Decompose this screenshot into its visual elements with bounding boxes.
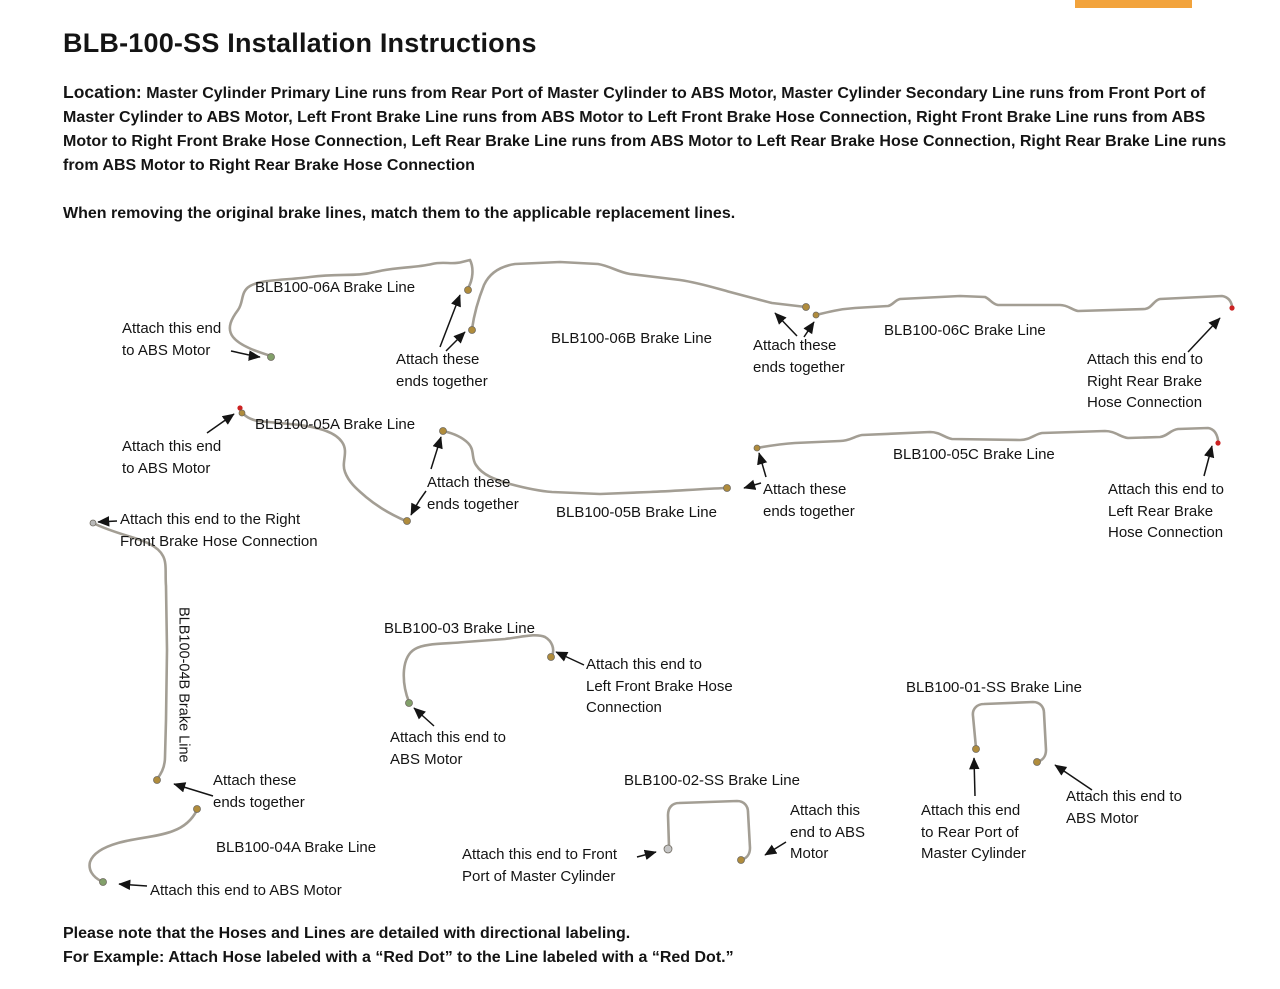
line-02ss-label: BLB100-02-SS Brake Line [624,772,800,789]
attach-04b-rf-hose-label: Attach this end to the Right Front Brake… [120,511,318,550]
match-instruction: When removing the original brake lines, … [63,205,736,222]
fitting-06a-right [464,286,472,294]
arrow-05ab-together-upper [430,436,443,470]
note-red-dot-example: For Example: Attach Hose labeled with a … [63,949,734,966]
arrow-04a-abs [118,879,148,891]
note-directional-labeling: Please note that the Hoses and Lines are… [63,925,631,942]
fitting-05c-left [753,444,761,452]
attach-05ab-together-label: Attach these ends together [427,474,519,513]
attach-06ab-together-label: Attach these ends together [396,351,488,390]
fitting-01ss-left [972,745,980,753]
attach-03-lf-hose-label: Attach this end to Left Front Brake Hose… [586,656,733,716]
fitting-04b-bottom [153,776,161,784]
brake-line-06b-path [470,260,808,331]
line-06c-label: BLB100-06C Brake Line [884,322,1046,339]
attach-02-abs-label: Attach this end to ABS Motor [790,802,866,862]
fitting-04b-top [89,519,97,527]
line-05a-label: BLB100-05A Brake Line [255,416,416,433]
arrow-02-front-port [636,849,657,860]
fitting-06b-right [802,303,810,311]
fitting-03-abs [405,699,413,707]
attach-06c-rr-hose-label: Attach this end to Right Rear Brake Hose… [1087,351,1203,411]
fitting-02ss-left [663,844,673,854]
red-dot-05c [1215,440,1221,446]
line-05b-label: BLB100-05B Brake Line [556,504,717,521]
arrow-04ab-together [173,782,214,797]
arrow-06ab-together-upper [439,294,461,348]
attach-03-abs-label: Attach this end to ABS Motor [390,729,506,768]
attach-04ab-together-label: Attach these ends together [213,772,305,811]
location-heading: Location: [63,82,142,102]
fitting-05a-right [403,517,411,525]
brake-line-02ss-path [666,799,752,862]
brake-line-03-path [402,634,555,704]
arrow-03-lf-hose [555,651,585,666]
arrow-05a-abs [206,413,235,434]
line-06b-label: BLB100-06B Brake Line [551,330,712,347]
fitting-05b-left [439,427,447,435]
attach-01-rear-port-label: Attach this end to Rear Port of Master C… [921,802,1027,862]
location-paragraph: Location: Master Cylinder Primary Line r… [63,80,1235,178]
fitting-06c-left [812,311,820,319]
footer-notes: Please note that the Hoses and Lines are… [63,922,734,970]
location-body: Master Cylinder Primary Line runs from R… [63,85,1227,174]
brake-line-04a-path [88,808,199,883]
arrow-06a-abs [230,350,261,361]
fitting-03-right [547,653,555,661]
arrow-01-rear-port [969,757,980,797]
red-dot-05a [237,405,243,411]
attach-05c-lr-hose-label: Attach this end to Left Rear Brake Hose … [1108,481,1224,541]
arrow-02-abs [764,841,787,856]
arrow-06c-rr-hose [1187,317,1221,353]
attach-05bc-together-label: Attach these ends together [763,481,855,520]
brake-line-06c-path [814,294,1234,317]
line-01ss-label: BLB100-01-SS Brake Line [906,679,1082,696]
fitting-04a-bottom [99,878,107,886]
line-03-label: BLB100-03 Brake Line [384,620,535,637]
attach-06bc-together-label: Attach these ends together [753,337,845,376]
arrow-05bc-together-upper [757,452,768,478]
brake-line-01ss-path [971,700,1048,764]
fitting-06b-left [468,326,476,334]
line-04b-label: BLB100-04B Brake Line [175,607,192,763]
attach-01-abs-label: Attach this end to ABS Motor [1066,788,1182,827]
arrow-05c-lr-hose [1203,445,1215,477]
arrow-05ab-together-lower [410,490,427,516]
page-title: BLB-100-SS Installation Instructions [63,28,537,58]
line-04a-label: BLB100-04A Brake Line [216,839,377,856]
line-05c-label: BLB100-05C Brake Line [893,446,1055,463]
attach-05a-abs-label: Attach this end to ABS Motor [122,438,222,477]
fitting-02ss-right [737,856,745,864]
line-06a-label: BLB100-06A Brake Line [255,279,416,296]
arrow-03-abs [413,707,435,727]
brake-line-06a-path [228,258,474,358]
attach-02-front-port-label: Attach this end to Front Port of Master … [462,846,618,885]
arrow-05bc-together-left [743,479,762,490]
attach-04a-abs-label: Attach this end to ABS Motor [150,882,342,899]
attach-06a-abs-label: Attach this end to ABS Motor [122,320,222,359]
fitting-05a-left [238,409,246,417]
fitting-01ss-right [1033,758,1041,766]
arrow-04b-rf-hose [97,516,118,527]
fitting-04a-top [193,805,201,813]
fitting-06a-abs [267,353,275,361]
highlight-mark [1075,0,1192,8]
fitting-05b-right [723,484,731,492]
brake-line-04b-path [91,521,169,781]
arrow-06bc-together-left [774,312,798,337]
red-dot-06c [1229,305,1235,311]
